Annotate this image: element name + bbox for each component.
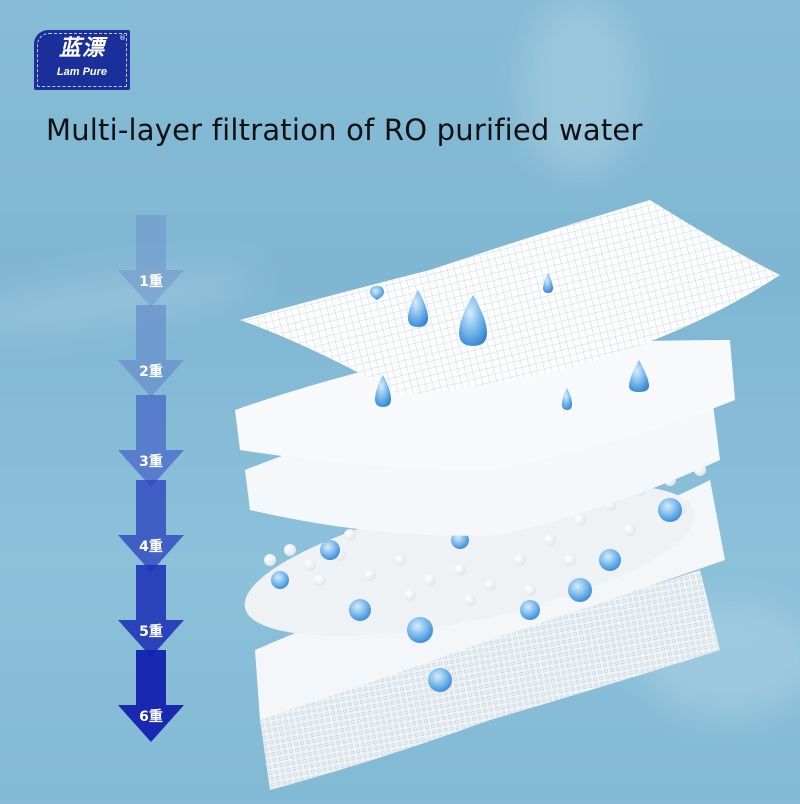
layer-arrow-6: 6重	[118, 650, 184, 742]
logo-chinese-name: 蓝漂	[58, 36, 105, 61]
background-wisp	[520, 0, 640, 180]
down-arrow-icon	[118, 215, 184, 307]
down-arrow-icon	[118, 565, 184, 657]
down-arrow-icon	[118, 480, 184, 572]
layer-label: 6重	[139, 709, 163, 725]
layer-label: 4重	[139, 539, 163, 555]
layer-label: 5重	[139, 624, 163, 640]
absorbent-beads	[244, 451, 706, 692]
logo-english-name: Lam Pure	[56, 66, 108, 78]
layer-arrow-1: 1重	[118, 215, 184, 307]
layer-arrow-2: 2重	[118, 305, 184, 397]
registered-mark: ®	[119, 34, 126, 42]
layer-label: 1重	[139, 274, 163, 290]
filter-layers-graphic	[235, 200, 780, 790]
down-arrow-icon	[118, 650, 184, 742]
layer-arrow-5: 5重	[118, 565, 184, 657]
brand-logo: 蓝漂 Lam Pure ®	[34, 30, 130, 90]
down-arrow-icon	[118, 395, 184, 487]
page-title: Multi-layer filtration of RO purified wa…	[46, 113, 643, 147]
down-arrow-icon	[118, 305, 184, 397]
logo-stitch-border	[37, 33, 127, 87]
filter-layers-illustration	[230, 180, 790, 800]
layer-label: 3重	[139, 454, 163, 470]
layer-arrow-3: 3重	[118, 395, 184, 487]
layer-label: 2重	[139, 364, 163, 380]
layer-arrow-4: 4重	[118, 480, 184, 572]
water-droplets	[370, 273, 649, 410]
